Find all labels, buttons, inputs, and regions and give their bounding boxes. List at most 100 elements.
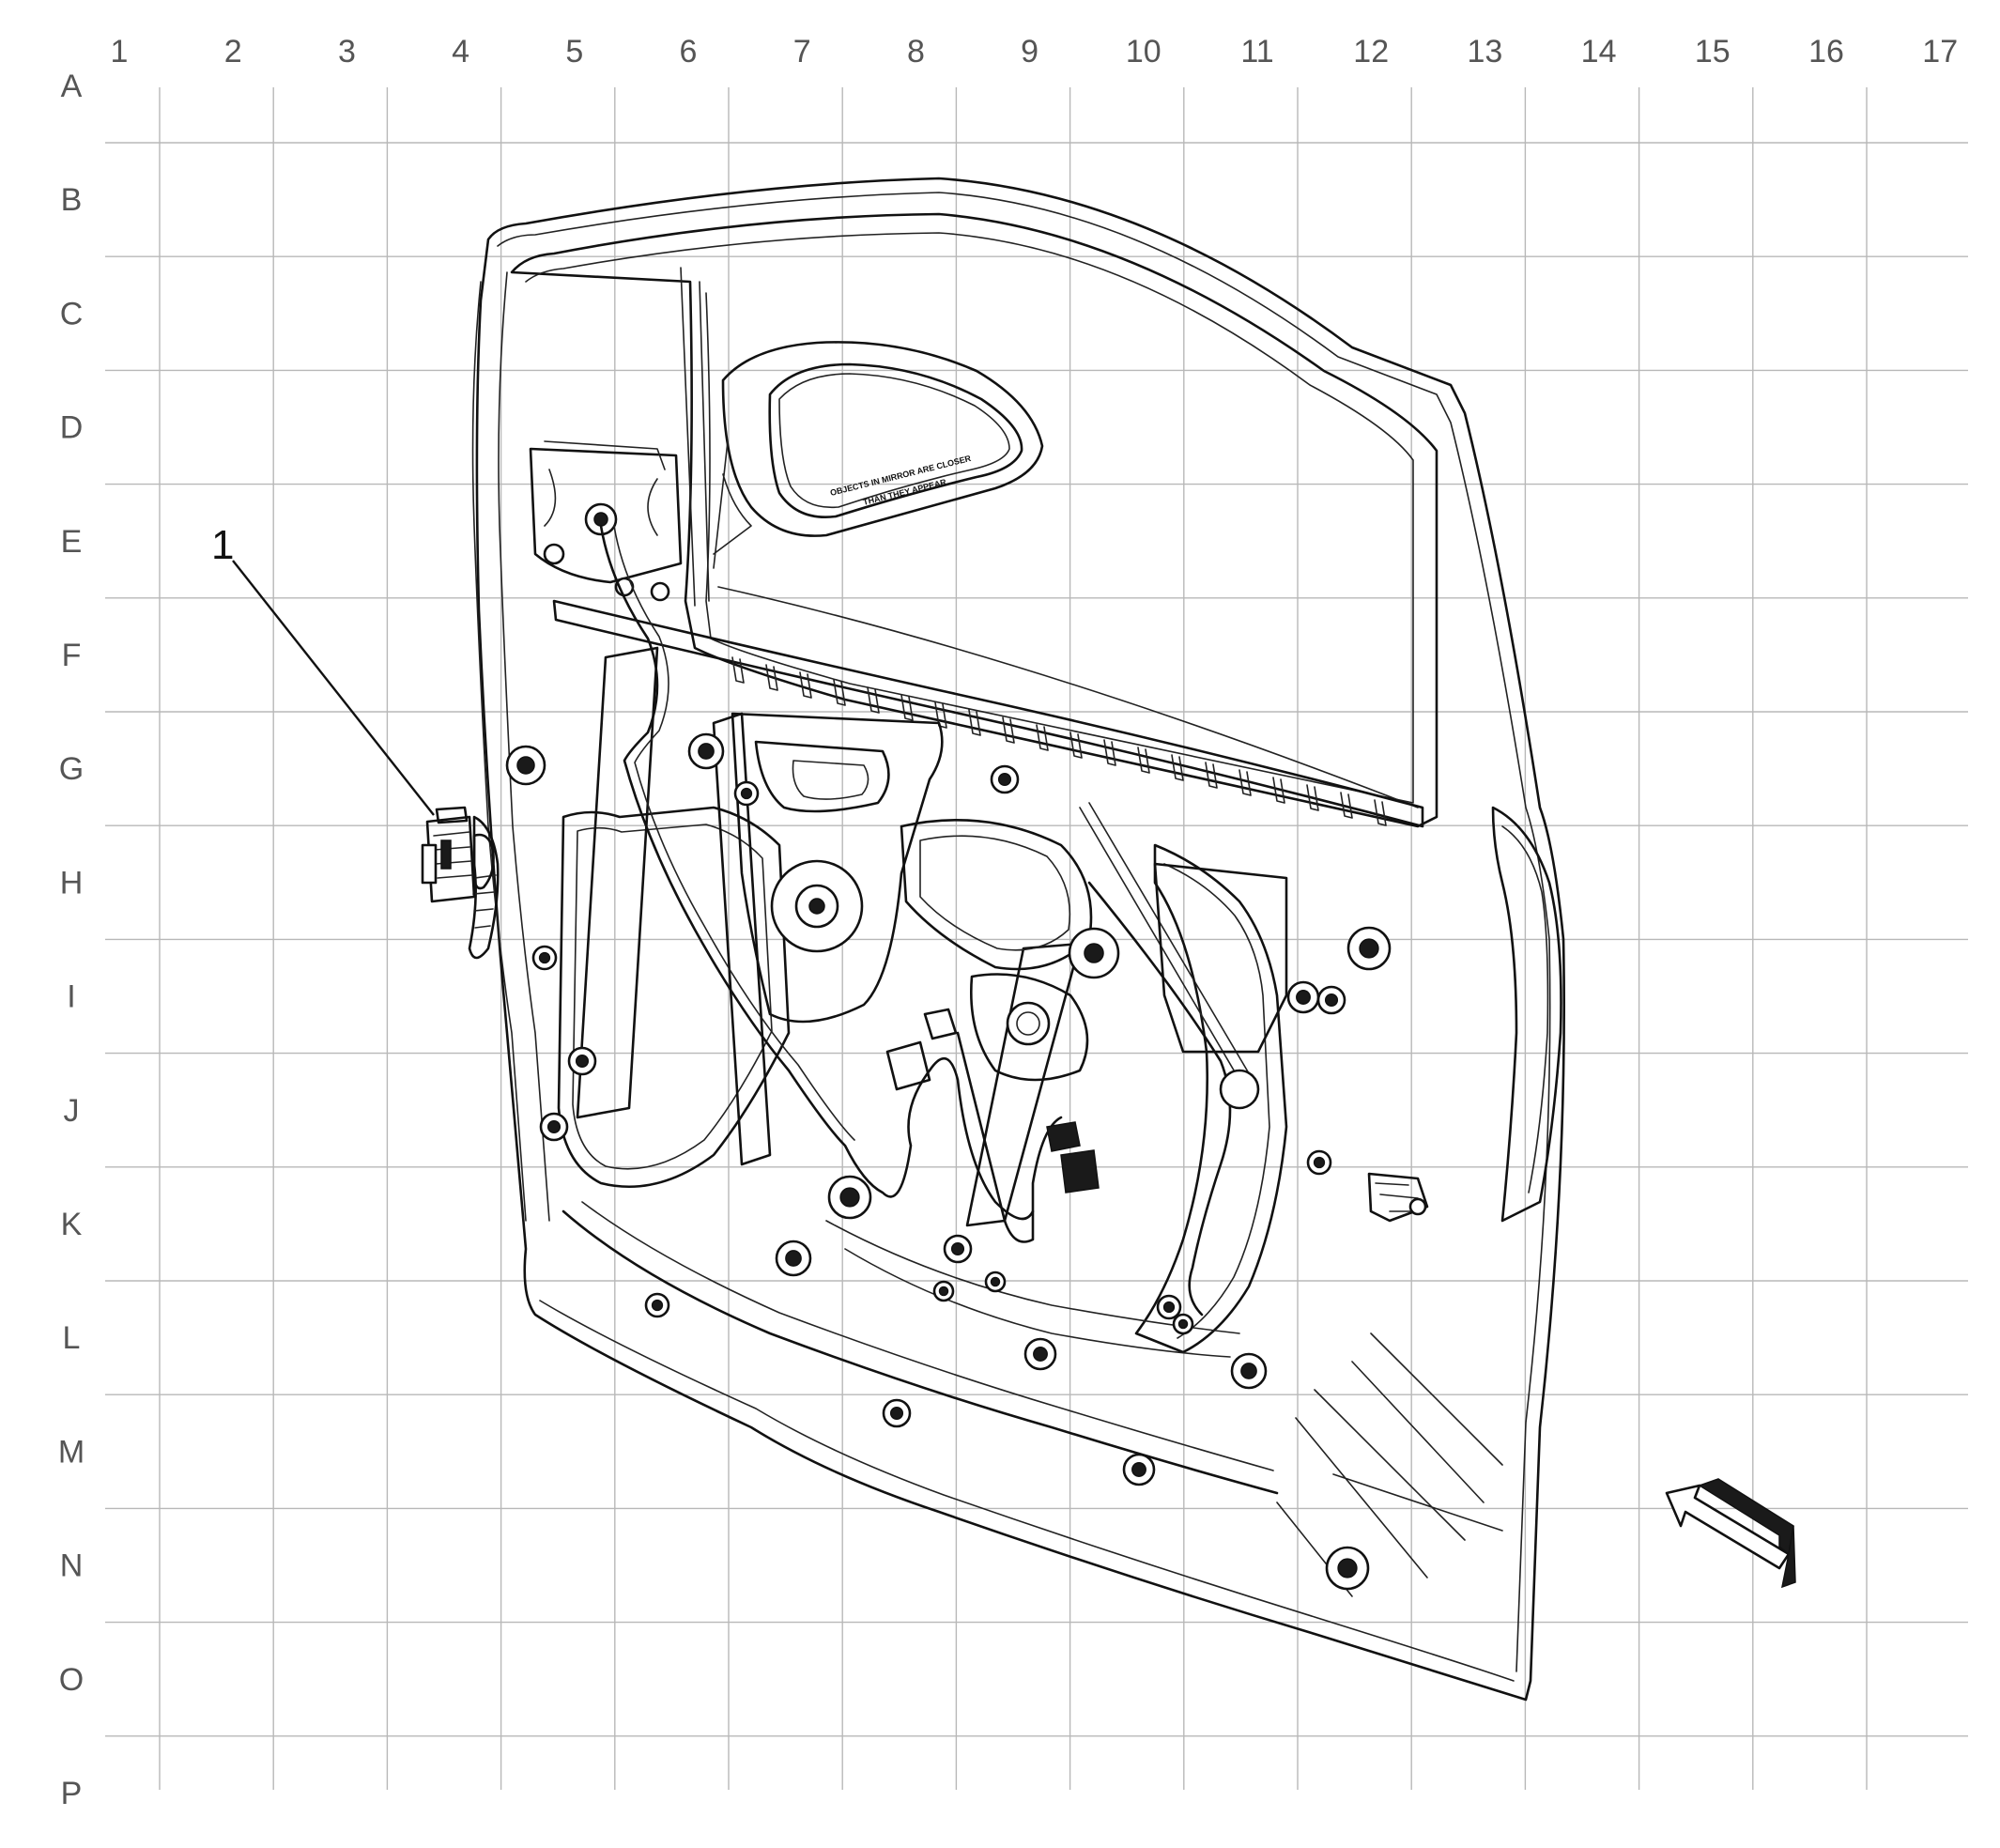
grid-column-label: 6: [680, 34, 698, 69]
window-glass-run: [680, 267, 1419, 808]
side-mirror-glass: [768, 362, 1023, 518]
rear-latch-pillar: [1491, 806, 1562, 1223]
lower-lift-plate-bolt: [1006, 1001, 1051, 1046]
mounting-hole-center: [1131, 1462, 1146, 1477]
regulator-rail-front: [576, 646, 659, 1119]
grid-row-label: P: [61, 1776, 83, 1811]
grid-column-label: 5: [565, 34, 583, 69]
belt-line-rib: [934, 701, 947, 729]
belt-line-rib: [1036, 724, 1049, 751]
mounting-hole-center: [1313, 1156, 1326, 1169]
lower-lift-plate-bolt-inner: [1016, 1011, 1040, 1036]
belt-line-rib: [1340, 792, 1353, 819]
hinge-bolt-2: [543, 543, 565, 565]
belt-line-rib: [1272, 777, 1285, 804]
grid-column-label: 12: [1353, 34, 1389, 69]
grid-column-label: 15: [1695, 34, 1731, 69]
grid-column-label: 10: [1126, 34, 1162, 69]
inner-panel-cavity-inner: [572, 824, 773, 1170]
hinge-bolt-4: [650, 581, 670, 602]
mounting-hole-center: [1359, 938, 1379, 959]
grid-column-label: 1: [111, 34, 129, 69]
mirror-mount-bracket: [713, 440, 752, 569]
regulator-motor-gear-cover: [754, 740, 890, 813]
belt-line-rib: [799, 671, 812, 699]
door-wiring-harness: [599, 524, 1035, 1221]
wiring-harness-rear-branch: [1087, 881, 1232, 1317]
harness-grommet-ribs: [472, 874, 497, 929]
front-door-assembly: OBJECTS IN MIRROR ARE CLOSER THAN THEY A…: [468, 177, 1566, 1702]
wiring-harness-branch: [956, 1031, 1063, 1243]
grid-column-label: 7: [793, 34, 811, 69]
mounting-hole-center: [839, 1187, 860, 1208]
belt-line-rib: [1205, 762, 1218, 789]
callout-1-leader: [232, 560, 435, 816]
grid-column-label: 8: [907, 34, 925, 69]
mounting-hole-center: [785, 1250, 802, 1267]
grid-row-label: C: [60, 296, 84, 331]
belt-line-rib: [1069, 732, 1083, 759]
rear-guide-channel-inner: [1163, 863, 1270, 1339]
mounting-hole-center: [740, 787, 753, 800]
regulator-motor-hub-center: [808, 898, 825, 915]
lower-reinforcement-arc-outer: [562, 1209, 1279, 1495]
door-wiring-harness-return: [613, 525, 855, 1141]
mounting-hole-center: [546, 1119, 562, 1134]
grid-column-label: 4: [452, 34, 469, 69]
mounting-hole-center: [1240, 1363, 1257, 1379]
grid-column-label: 13: [1467, 34, 1502, 69]
mounting-hole-center: [1162, 1301, 1176, 1314]
mounting-hole-center: [990, 1276, 1001, 1287]
side-mirror-housing: [721, 341, 1044, 537]
belt-line-rib: [765, 664, 778, 691]
grid-column-label: 17: [1922, 34, 1958, 69]
harness-connector-c: [1046, 1121, 1081, 1152]
grid-row-label: N: [60, 1548, 84, 1584]
door-harness-connector: [421, 806, 495, 903]
grid-row-label: M: [58, 1434, 85, 1470]
lift-plate-bolt-inner: [1084, 943, 1104, 963]
mounting-hole-center: [516, 756, 535, 775]
latch-mechanism: [1367, 1172, 1429, 1223]
belt-line-rib: [1103, 739, 1116, 766]
mounting-hole-center: [575, 1054, 590, 1069]
belt-line-rib: [1137, 747, 1150, 774]
door-harness-connector-pin-block: [421, 843, 438, 885]
grid-row-label: D: [60, 410, 84, 446]
door-harness-connector-latch: [435, 806, 469, 824]
harness-loop-clip: [1219, 1069, 1260, 1110]
mounting-hole-center: [1296, 990, 1311, 1005]
grid-column-label: 11: [1240, 34, 1273, 69]
grid-row-label: K: [61, 1207, 83, 1242]
mounting-hole-center: [997, 772, 1012, 787]
belt-line-rib: [833, 679, 846, 706]
door-lower-edge: [539, 1300, 1515, 1682]
regulator-motor-housing: [731, 712, 944, 1024]
latch-bolt: [1408, 1197, 1427, 1216]
mounting-hole-center: [1324, 993, 1339, 1008]
door-harness-connector-face: [433, 831, 473, 879]
belt-line-rib: [1002, 716, 1015, 744]
belt-line-rib: [900, 694, 914, 721]
grid-row-label: B: [61, 182, 83, 218]
inner-panel-mounting-holes: [505, 732, 1392, 1591]
lower-panel-section-lines: [1276, 1332, 1503, 1597]
lift-plate: [900, 819, 1093, 971]
mounting-hole-center: [1033, 1347, 1048, 1362]
belt-line-rib: [968, 709, 981, 736]
mounting-hole-center: [1177, 1318, 1189, 1330]
lower-reinforcement-arc-inner: [581, 1201, 1274, 1471]
grid-column-label: 9: [1021, 34, 1038, 69]
grid-column-label: 16: [1808, 34, 1844, 69]
grid-row-label: G: [59, 751, 84, 787]
grid-row-label: O: [59, 1662, 84, 1698]
regulator-motor-gear-cover-window: [792, 760, 869, 800]
door-harness-connector-lock: [440, 839, 452, 870]
rear-door-panel-inner-box: [1153, 862, 1288, 1054]
belt-line-rib: [1306, 784, 1319, 811]
mounting-hole-center: [889, 1406, 904, 1421]
hinge-side-edge-inner: [498, 271, 550, 1222]
hinge-side-edge: [471, 281, 527, 1222]
